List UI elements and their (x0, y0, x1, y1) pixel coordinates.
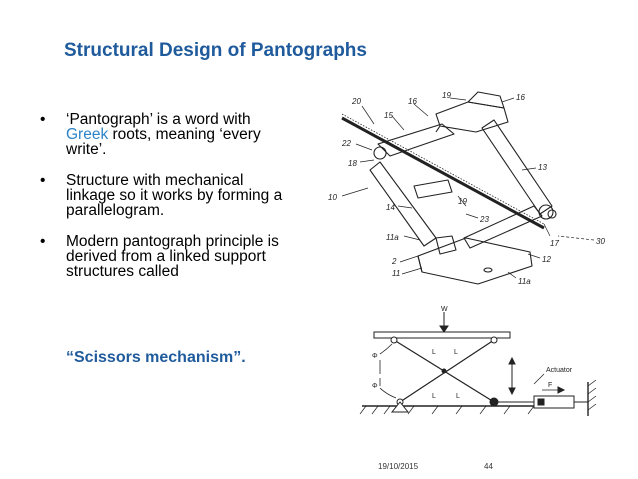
bullet-item-pantograph: • ‘Pantograph’ is a word with Greek root… (40, 111, 290, 158)
label-phi-top: Φ (372, 353, 378, 360)
label-16: 16 (408, 97, 417, 106)
label-15: 15 (384, 111, 393, 120)
label-10: 10 (328, 193, 337, 202)
bullet-marker: • (40, 111, 46, 128)
scissors-mechanism-emphasis: “Scissors mechanism”. (66, 349, 246, 366)
label-22: 22 (341, 139, 351, 148)
slide-title: Structural Design of Pantographs (64, 40, 367, 61)
label-23: 23 (479, 215, 489, 224)
bullet-list: • ‘Pantograph’ is a word with Greek root… (40, 112, 290, 295)
bullet-item-structure: • Structure with mechanical linkage so i… (40, 172, 290, 219)
label-11a-left: 11a (386, 233, 399, 242)
bullet-text: Modern pantograph principle is derived f… (66, 233, 279, 280)
label-30: 30 (596, 237, 605, 246)
bullet-marker: • (40, 172, 46, 189)
bullet-item-modern: • Modern pantograph principle is derived… (40, 233, 290, 280)
label-l-bottom-right: L (456, 393, 460, 400)
label-16b: 16 (516, 93, 525, 102)
scissors-mechanism-diagram: W Φ Φ L L L L Actuator F (359, 306, 597, 416)
label-11a-bottom: 11a (518, 277, 531, 286)
label-2: 2 (391, 257, 397, 266)
label-l-bottom-left: L (432, 393, 436, 400)
label-l-top-left: L (432, 349, 436, 356)
label-17: 17 (550, 239, 559, 248)
greek-highlight: Greek (66, 126, 109, 143)
bullet-text: ‘Pantograph’ is a word with (66, 111, 251, 128)
bullet-text: Structure with mechanical linkage so it … (66, 172, 283, 219)
bullet-marker: • (40, 233, 46, 250)
label-f: F (548, 382, 552, 389)
page-number: 44 (484, 462, 493, 471)
label-19: 19 (442, 91, 451, 100)
footer-date: 19/10/2015 (378, 462, 419, 471)
label-20: 20 (351, 97, 361, 106)
bullet-text-continued: roots, meaning ‘every write’. (66, 126, 261, 158)
label-19b: 19 (458, 197, 467, 206)
label-11: 11 (392, 269, 400, 278)
label-13: 13 (538, 163, 547, 172)
label-l-top-right: L (454, 349, 458, 356)
label-w: W (441, 306, 448, 313)
label-18: 18 (348, 159, 357, 168)
pantograph-jack-drawing: 20 16 19 16 15 22 18 13 10 14 19 23 11a … (328, 91, 605, 286)
label-actuator: Actuator (546, 367, 573, 374)
label-14: 14 (386, 203, 395, 212)
label-12: 12 (542, 255, 551, 264)
label-phi-bottom: Φ (372, 383, 378, 390)
